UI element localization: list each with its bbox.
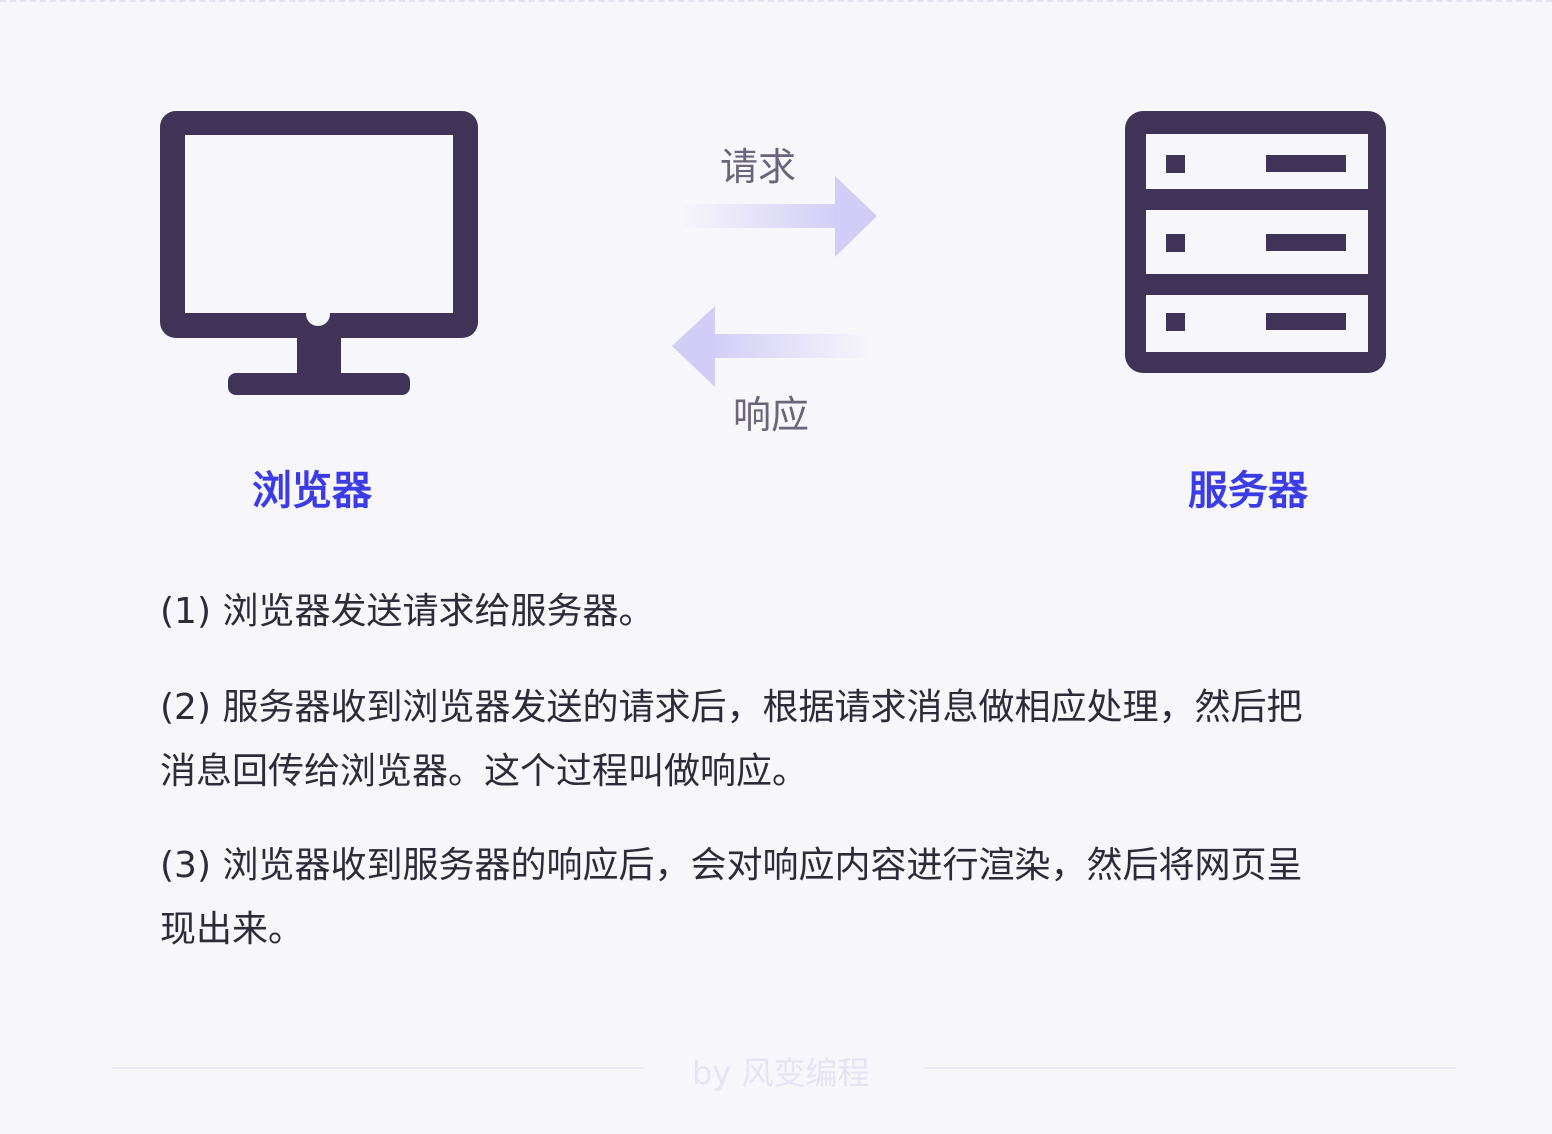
footer-credit: by 风变编程: [692, 1054, 870, 1092]
top-dashed-border: [0, 0, 1552, 2]
request-label: 请求: [720, 145, 797, 189]
step-3: (3) 浏览器收到服务器的响应后，会对响应内容进行渲染，然后将网页呈现出来。: [160, 845, 1303, 950]
response-label: 响应: [733, 393, 810, 437]
footer-divider-right: [924, 1067, 1456, 1069]
monitor-icon: [160, 111, 478, 395]
step-2: (2) 服务器收到浏览器发送的请求后，根据请求消息做相应处理，然后把消息回传给浏…: [160, 687, 1303, 792]
request-arrow-icon: [680, 176, 877, 257]
step-1: (1) 浏览器发送请求给服务器。: [160, 591, 655, 632]
footer: by 风变编程: [0, 1048, 1552, 1092]
server-label: 服务器: [1188, 468, 1308, 514]
browser-label: 浏览器: [252, 468, 372, 514]
server-icon: [1125, 111, 1386, 373]
response-arrow-icon: [672, 306, 872, 387]
footer-divider-left: [112, 1067, 644, 1069]
